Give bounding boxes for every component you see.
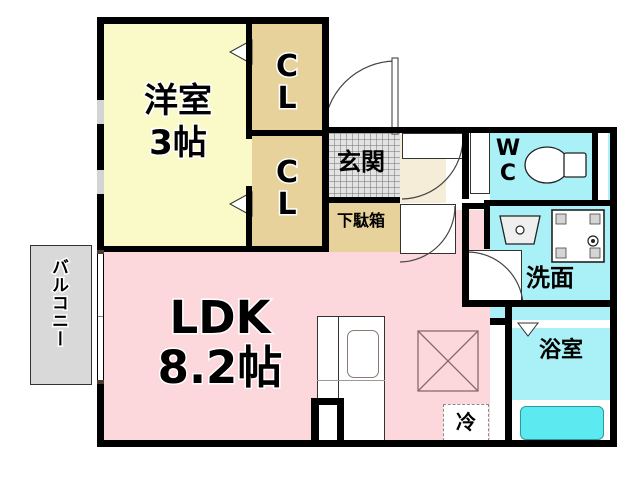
washroom-door-swing-icon (467, 251, 524, 304)
kitchen-wall-stub-left (311, 398, 319, 446)
wall-bath-top (505, 300, 610, 307)
hall-door-swing-icon (401, 134, 464, 200)
closet-upper-label-c: C (274, 49, 299, 84)
room-closet-upper (252, 24, 322, 136)
wall-washroom-left (462, 249, 469, 307)
wall-closet-divider-upper (246, 17, 252, 139)
room-ldk (104, 252, 490, 446)
bedroom-size-label: 3帖 (148, 123, 209, 163)
toilet-label-w: W (495, 136, 521, 161)
room-bath (512, 328, 610, 400)
bedroom-window-lower (97, 170, 104, 194)
wall-right-exterior (610, 127, 617, 446)
wall-closet-divider-lower (246, 186, 252, 252)
room-bedroom (104, 24, 252, 252)
balcony-sliding-door[interactable] (98, 254, 103, 380)
ldk-door-swing-icon (399, 205, 456, 263)
balcony-door-top-marker (97, 250, 104, 254)
toilet-bowl-icon (524, 146, 587, 184)
balcony-door-center-line (98, 316, 103, 317)
hall-door-panel (402, 133, 464, 159)
wall-corridor-right-mid (462, 203, 469, 249)
wall-ldk-right-stub (490, 318, 512, 325)
balcony-door-bottom-marker (97, 380, 104, 384)
ldk-size-label: 8.2帖 (156, 341, 284, 394)
genkan-label: 玄関 (337, 148, 385, 176)
shoe-cabinet-label: 下駄箱 (336, 211, 385, 230)
balcony-label: バルコニー (47, 257, 70, 350)
wall-washroom-bottom-left (462, 300, 518, 307)
room-closet-lower (252, 136, 322, 252)
closet-lower-label-l: L (276, 187, 298, 222)
kitchen-wall-stub-top (311, 398, 343, 405)
wall-wc-bottom (484, 200, 617, 206)
refrigerator-label: 冷 (456, 410, 476, 434)
bath-door-indicator-icon (516, 322, 540, 337)
wall-bedroom-bottom (97, 246, 329, 252)
toilet-label-c: C (499, 161, 517, 186)
wall-corridor-right-upper (462, 127, 469, 199)
wall-genkan-top (322, 127, 468, 133)
wall-right-top (468, 127, 617, 133)
kitchen-sink-icon (347, 330, 379, 378)
vanity-basin-icon (499, 215, 541, 245)
wall-bath-left (505, 300, 512, 446)
washing-machine-pan-icon (551, 209, 605, 263)
wall-closet-horizontal (252, 130, 329, 136)
washroom-label: 洗面 (526, 264, 574, 292)
entrance-door-swing-icon (323, 57, 399, 135)
closet-upper-label-l: L (276, 81, 298, 116)
wall-bottom-exterior (97, 440, 617, 447)
bathtub-icon (520, 406, 604, 440)
wall-bedroom-top (97, 17, 329, 24)
kitchen-counter-divider (317, 380, 385, 381)
room-balcony (30, 245, 92, 385)
wall-washroom-top-stub (462, 203, 490, 209)
wall-washroom-left-stub (484, 203, 490, 249)
storage-x-mark-icon (417, 330, 479, 392)
refrigerator-space (443, 404, 489, 446)
wall-genkan-step (322, 197, 400, 203)
kitchen-wall-stub-right (337, 398, 344, 446)
bedroom-name-label: 洋室 (143, 81, 214, 121)
closet-lower-label-c: C (274, 155, 299, 190)
bedroom-window-upper (97, 100, 104, 124)
room-genkan-floor (322, 133, 400, 203)
ldk-name-label: LDK (168, 291, 272, 344)
wall-bedroom-left (97, 17, 104, 252)
toilet-door[interactable] (470, 132, 490, 194)
ldk-door-panel (400, 204, 456, 254)
bath-label: 浴室 (538, 338, 583, 363)
wall-wc-inner-right (592, 127, 598, 202)
fixture-shoe-cabinet (322, 203, 400, 252)
